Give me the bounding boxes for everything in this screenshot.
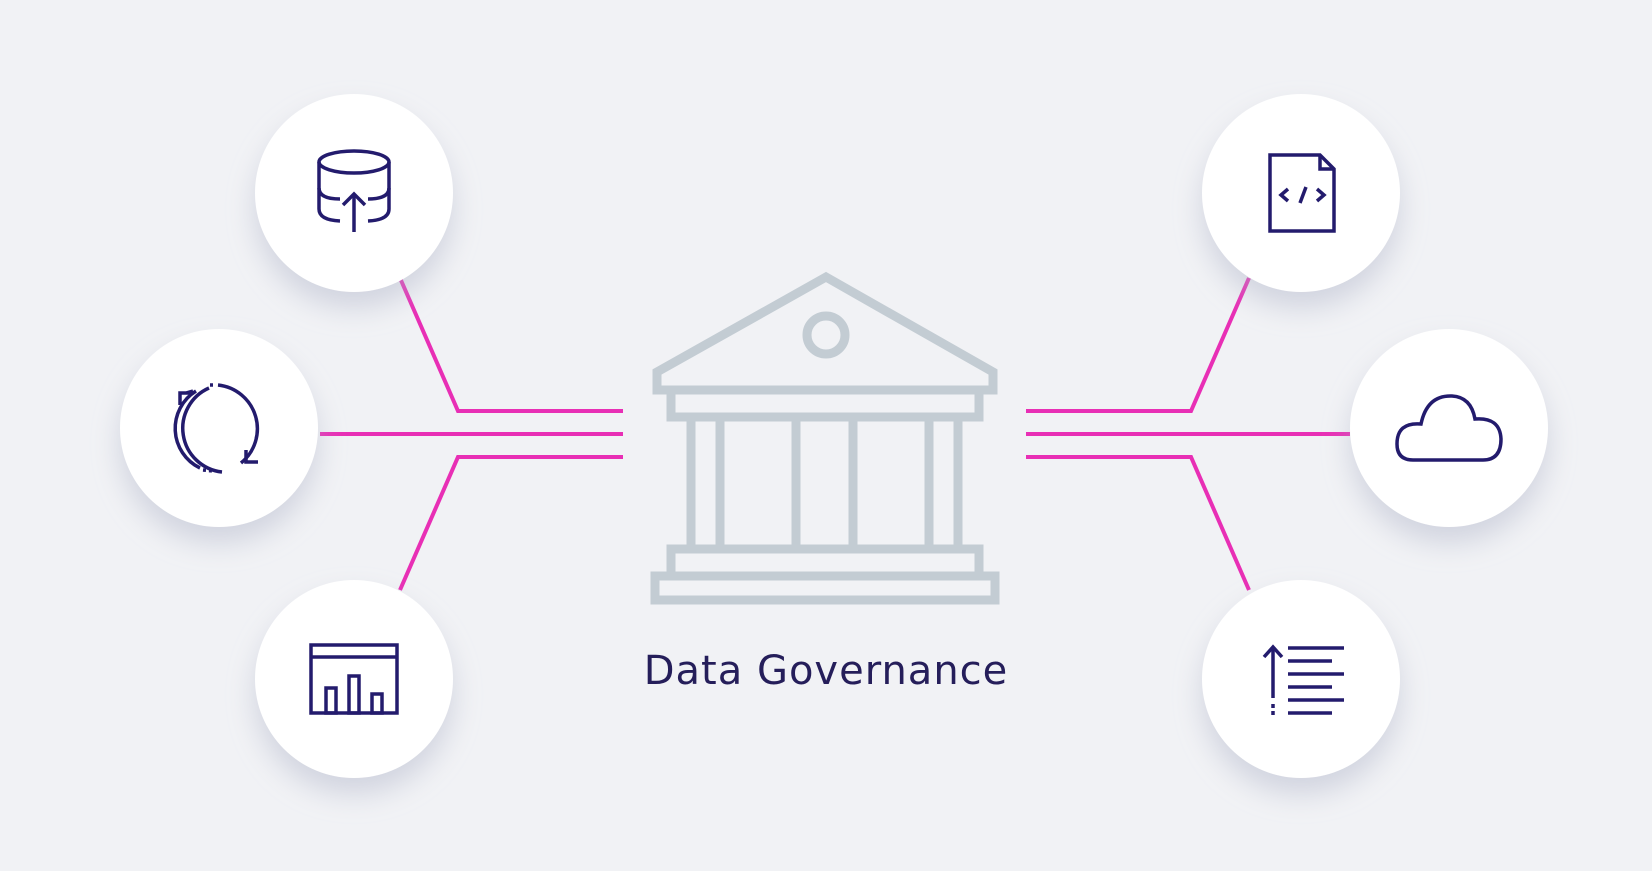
right-node-code-file [1202, 94, 1400, 292]
left-node-sync [120, 329, 318, 527]
connector-right-bottom [1026, 455, 1251, 591]
left-node-database [255, 94, 453, 292]
cloud-icon [1395, 394, 1503, 462]
left-node-chart [255, 580, 453, 778]
sort-list-icon [1262, 644, 1344, 715]
bar-chart-dashboard-icon [309, 643, 399, 715]
sync-refresh-icon [173, 383, 260, 474]
connector-left-top [398, 277, 623, 413]
right-node-cloud [1350, 329, 1548, 527]
connector-lines [320, 277, 1350, 591]
node-circle [1202, 580, 1400, 778]
node-circle [1350, 329, 1548, 527]
connector-left-bottom [398, 455, 623, 591]
diagram-title: Data Governance [643, 648, 1009, 694]
database-upload-icon [317, 149, 391, 232]
right-node-sort-list [1202, 580, 1400, 778]
connector-right-top [1026, 277, 1251, 413]
node-circle [255, 580, 453, 778]
node-circle [120, 329, 318, 527]
node-circle [1202, 94, 1400, 292]
code-file-icon [1268, 153, 1336, 233]
bank-building-icon [650, 271, 1000, 605]
